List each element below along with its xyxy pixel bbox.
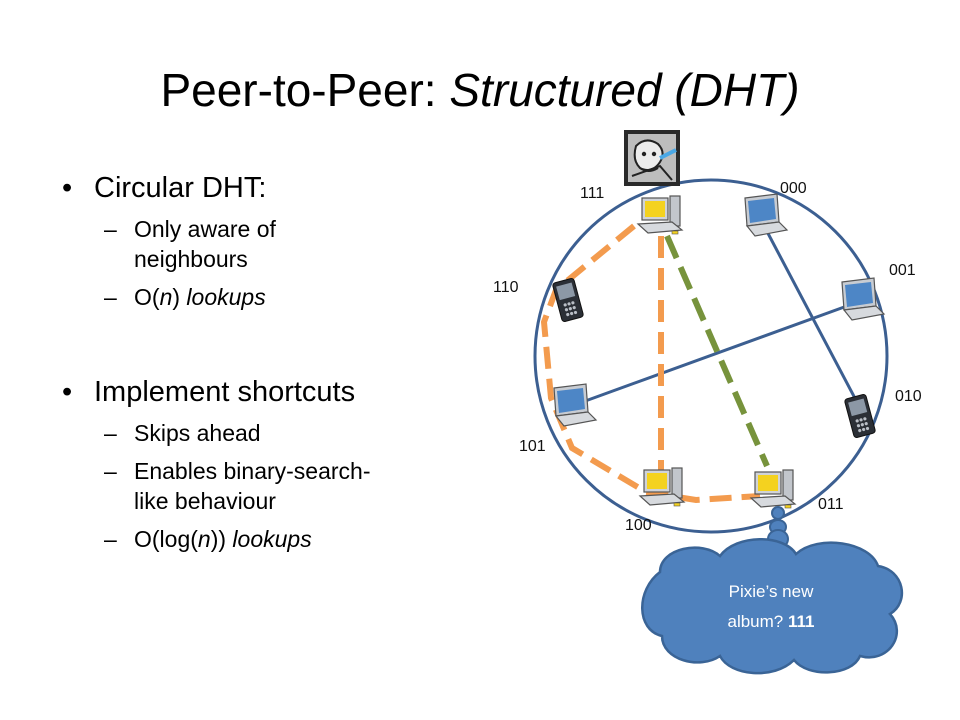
dash-marker: – <box>104 526 117 552</box>
sub-bullet-log-lookups: – O(log(n)) lookups <box>62 524 462 554</box>
cloud-line-1: Pixie’s new <box>729 582 814 601</box>
bullet-shortcuts: Implement shortcuts <box>62 374 462 410</box>
dash-marker: – <box>104 216 117 242</box>
node-label-100: 100 <box>625 517 652 534</box>
ring-chord-101-001 <box>565 300 859 410</box>
node-label-000: 000 <box>780 180 807 197</box>
sub-bullet-line: Only aware of <box>134 216 276 242</box>
node-label-010: 010 <box>895 388 922 405</box>
sub-bullet-binary-search: – Enables binary-search- like behaviour <box>62 456 462 516</box>
sub-bullet-italic: lookups <box>232 526 312 552</box>
sub-bullet-text: O(log( <box>134 526 198 552</box>
sub-bullet-text: )) <box>210 526 233 552</box>
sub-bullet-italic: lookups <box>186 284 266 310</box>
shortcut-route-path <box>664 234 770 468</box>
title-italic: Structured (DHT) <box>449 64 800 116</box>
desktop-icon <box>637 195 683 235</box>
bullet-text: Circular DHT: <box>94 172 267 204</box>
desktop-icon <box>639 467 685 507</box>
sub-bullet-italic-n: n <box>197 526 211 552</box>
cloud-line-2-bold: 111 <box>788 612 815 631</box>
laptop-icon <box>553 383 597 427</box>
pda-icon <box>551 277 585 323</box>
bullet-circular-dht: Circular DHT: <box>62 170 462 206</box>
dash-marker: – <box>104 420 117 446</box>
cloud-line-2-plain: album? <box>728 612 788 631</box>
album-art-image <box>624 130 680 186</box>
sub-bullet-skips-ahead: – Skips ahead <box>62 418 462 448</box>
pda-icon <box>843 393 877 439</box>
sub-bullet-text: O( <box>134 284 160 310</box>
thought-cloud <box>641 538 904 675</box>
node-label-011: 011 <box>818 496 844 513</box>
sub-bullet-on-lookups: – O(n) lookups <box>62 282 462 312</box>
dash-marker: – <box>104 284 117 310</box>
title-plain: Peer-to-Peer: <box>160 64 450 116</box>
bullet-list: Circular DHT: – Only aware of neighbours… <box>62 170 462 554</box>
laptop-icon <box>744 193 788 237</box>
sub-bullet-text: Skips ahead <box>134 420 261 446</box>
slide-title: Peer-to-Peer: Structured (DHT) <box>0 60 960 120</box>
cloud-line-2: album? 111 <box>728 612 815 631</box>
node-label-101: 101 <box>519 438 546 455</box>
sub-bullet-text: ) <box>172 284 187 310</box>
sub-bullet-line: Enables binary-search- <box>134 458 371 484</box>
sub-bullet-line: like behaviour <box>134 488 276 514</box>
ring-chord-000-010 <box>760 221 860 405</box>
lookup-route-path <box>540 223 761 504</box>
desktop-icon <box>750 469 796 509</box>
node-label-110: 110 <box>493 279 519 296</box>
node-label-001: 001 <box>889 262 916 279</box>
dash-marker: – <box>104 458 117 484</box>
sub-bullet-italic-n: n <box>159 284 173 310</box>
node-label-111: 111 <box>580 185 604 202</box>
dht-ring <box>533 178 889 534</box>
sub-bullet-neighbours: – Only aware of neighbours <box>62 214 462 274</box>
sub-bullet-line: neighbours <box>134 246 248 272</box>
bullet-text: Implement shortcuts <box>94 376 356 408</box>
